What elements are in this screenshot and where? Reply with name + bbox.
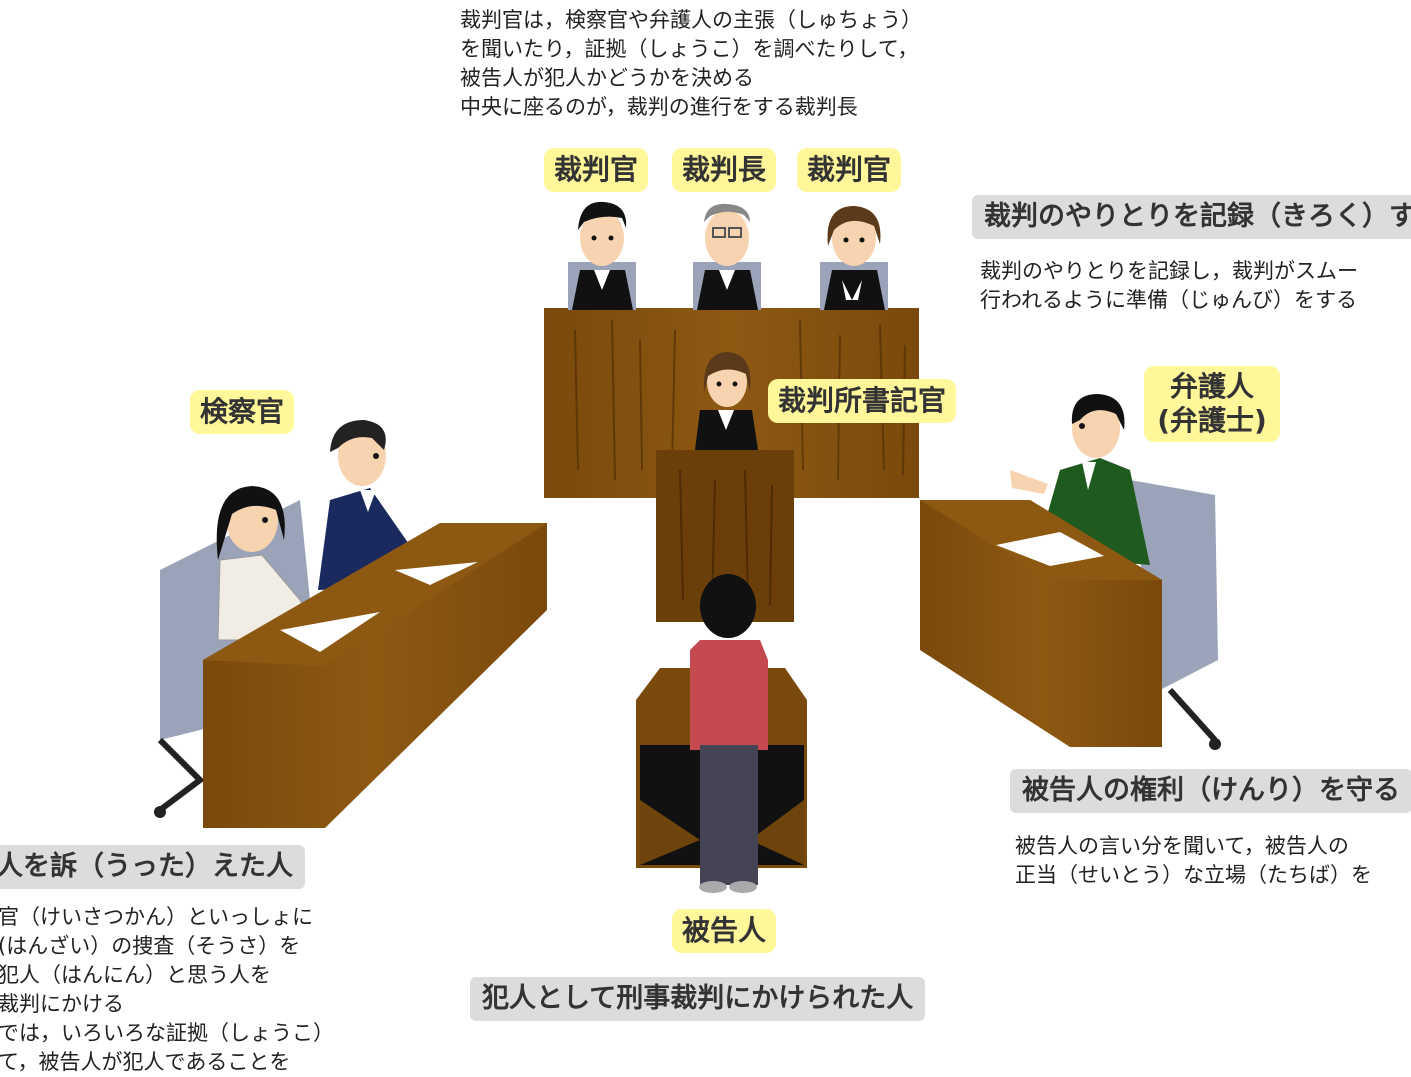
prosecutor-description-line: 犯人（はんにん）と思う人を <box>0 963 271 987</box>
judges-description: 裁判官は，検察官や弁護人の主張（しゅちょう） を聞いたり，証拠（しょうこ）を調べ… <box>460 6 922 122</box>
clerk-description: 裁判のやりとりを記録し，裁判がスムー 行われるように準備（じゅんび）をする <box>980 257 1358 315</box>
judge-left-figure <box>568 201 636 310</box>
prosecutor-description: 官（けいさつかん）といっしょに (はんざい）の捜査（そうさ）を 犯人（はんにん）… <box>0 903 334 1077</box>
clerk-description-line: 行われるように準備（じゅんび）をする <box>980 288 1357 312</box>
lawyer-description-line: 被告人の言い分を聞いて，被告人の <box>1015 834 1349 858</box>
lawyer-description-line: 正当（せいとう）な立場（たちば）を <box>1015 863 1372 887</box>
court-clerk-figure <box>695 352 758 450</box>
defendant-figure <box>690 574 768 893</box>
judges-description-line: を聞いたり，証拠（しょうこ）を調べたりして， <box>460 37 919 61</box>
prosecutor-description-line: 官（けいさつかん）といっしょに <box>0 905 313 929</box>
defense-lawyer-label-line2: (弁護士) <box>1157 404 1267 437</box>
defendant-label: 被告人 <box>672 909 777 953</box>
prosecutor-desk <box>203 523 547 828</box>
defense-lawyer-label: 弁護人 (弁護士) <box>1144 366 1280 442</box>
prosecutor-label: 検察官 <box>190 390 295 434</box>
judge-right-label: 裁判官 <box>797 148 902 192</box>
clerk-banner: 裁判のやりとりを記録（きろく）す <box>972 195 1411 239</box>
lawyer-banner: 被告人の権利（けんり）を守る <box>1010 769 1411 813</box>
prosecutor-banner: 人を訴（うった）えた人 <box>0 845 305 889</box>
judges-description-line: 被告人が犯人かどうかを決める <box>460 66 754 90</box>
judges-description-line: 裁判官は，検察官や弁護人の主張（しゅちょう） <box>460 8 922 32</box>
prosecutor-description-line: では，いろいろな証拠（しょうこ） <box>0 1021 334 1045</box>
judge-right-figure <box>820 206 888 310</box>
defense-lawyer-label-line1: 弁護人 <box>1169 370 1254 403</box>
presiding-judge-label: 裁判長 <box>672 148 777 192</box>
clerk-description-line: 裁判のやりとりを記録し，裁判がスムー <box>980 259 1358 283</box>
prosecutor-description-line: (はんざい）の捜査（そうさ）を <box>0 934 301 958</box>
lawyer-description: 被告人の言い分を聞いて，被告人の 正当（せいとう）な立場（たちば）を <box>1015 832 1372 890</box>
defendant-banner: 犯人として刑事裁判にかけられた人 <box>470 977 926 1021</box>
presiding-judge-figure <box>693 203 761 310</box>
judge-left-label: 裁判官 <box>544 148 649 192</box>
prosecutor-description-line: 裁判にかける <box>0 992 124 1016</box>
court-clerk-label: 裁判所書記官 <box>768 379 957 423</box>
defense-desk <box>920 500 1162 747</box>
judges-description-line: 中央に座るのが，裁判の進行をする裁判長 <box>460 95 858 119</box>
